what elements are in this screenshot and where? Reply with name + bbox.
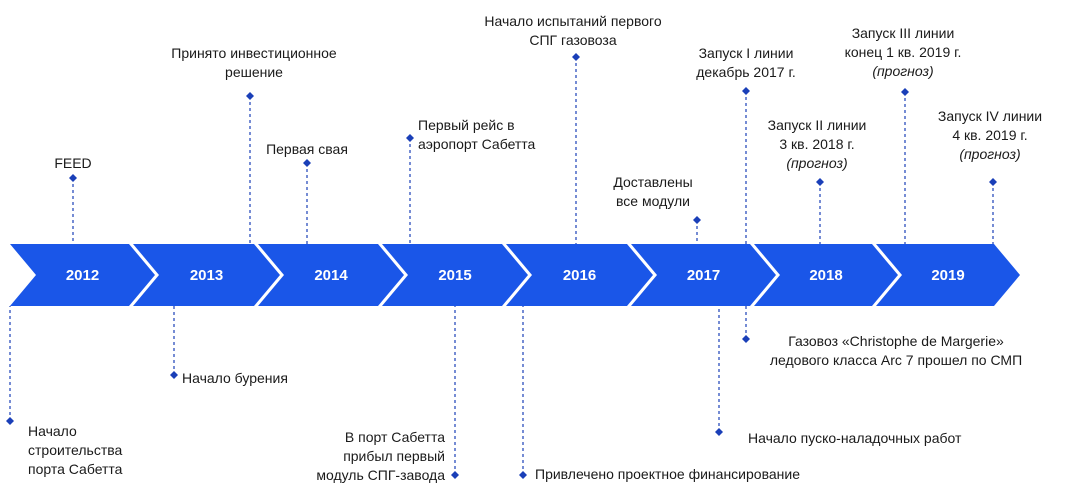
event-port-construction-marker xyxy=(6,417,14,425)
year-chevron-2013 xyxy=(133,244,280,306)
event-christophe-marker xyxy=(742,335,750,343)
year-chevron-2012 xyxy=(10,244,155,306)
event-first-flight-marker xyxy=(406,134,414,142)
event-train-2-marker xyxy=(816,178,824,186)
event-drilling-marker xyxy=(170,371,178,379)
year-label-2016: 2016 xyxy=(563,267,596,284)
event-commissioning-marker xyxy=(715,428,723,436)
event-drilling-start: Начало бурения xyxy=(182,370,288,386)
year-chevron-2016 xyxy=(506,244,653,306)
event-christophe-de-margerie: Газовоз «Christophe de Margerie»ледового… xyxy=(769,333,1023,368)
year-chevron-2017 xyxy=(631,244,776,306)
event-lng-carrier-trials-marker xyxy=(572,53,580,61)
year-chevron-2018 xyxy=(754,244,898,306)
event-first-module-marker xyxy=(451,471,459,479)
year-label-2012: 2012 xyxy=(66,267,99,284)
year-label-2013: 2013 xyxy=(190,267,223,284)
year-chevron-2014 xyxy=(258,244,404,306)
event-train-4-marker xyxy=(989,178,997,186)
event-project-financing: Привлечено проектное финансирование xyxy=(535,466,800,482)
event-investment-decision-marker xyxy=(246,92,254,100)
event-train-1-marker xyxy=(742,87,750,95)
year-label-2019: 2019 xyxy=(931,267,964,284)
event-commissioning-start: Начало пуско-наладочных работ xyxy=(748,430,962,446)
year-label-2018: 2018 xyxy=(809,267,842,284)
event-financing-marker xyxy=(519,471,527,479)
year-label-2017: 2017 xyxy=(687,267,720,284)
event-train-3-marker xyxy=(901,88,909,96)
event-first-pile: Первая свая xyxy=(266,141,348,157)
year-label-2015: 2015 xyxy=(438,267,471,284)
year-chevron-2019 xyxy=(876,244,1020,306)
event-first-pile-marker xyxy=(303,159,311,167)
year-chevron-2015 xyxy=(382,244,528,306)
event-feed: FEED xyxy=(54,155,92,171)
year-label-2014: 2014 xyxy=(314,267,348,284)
event-feed-marker xyxy=(69,174,77,182)
event-modules-delivered-marker xyxy=(693,216,701,224)
